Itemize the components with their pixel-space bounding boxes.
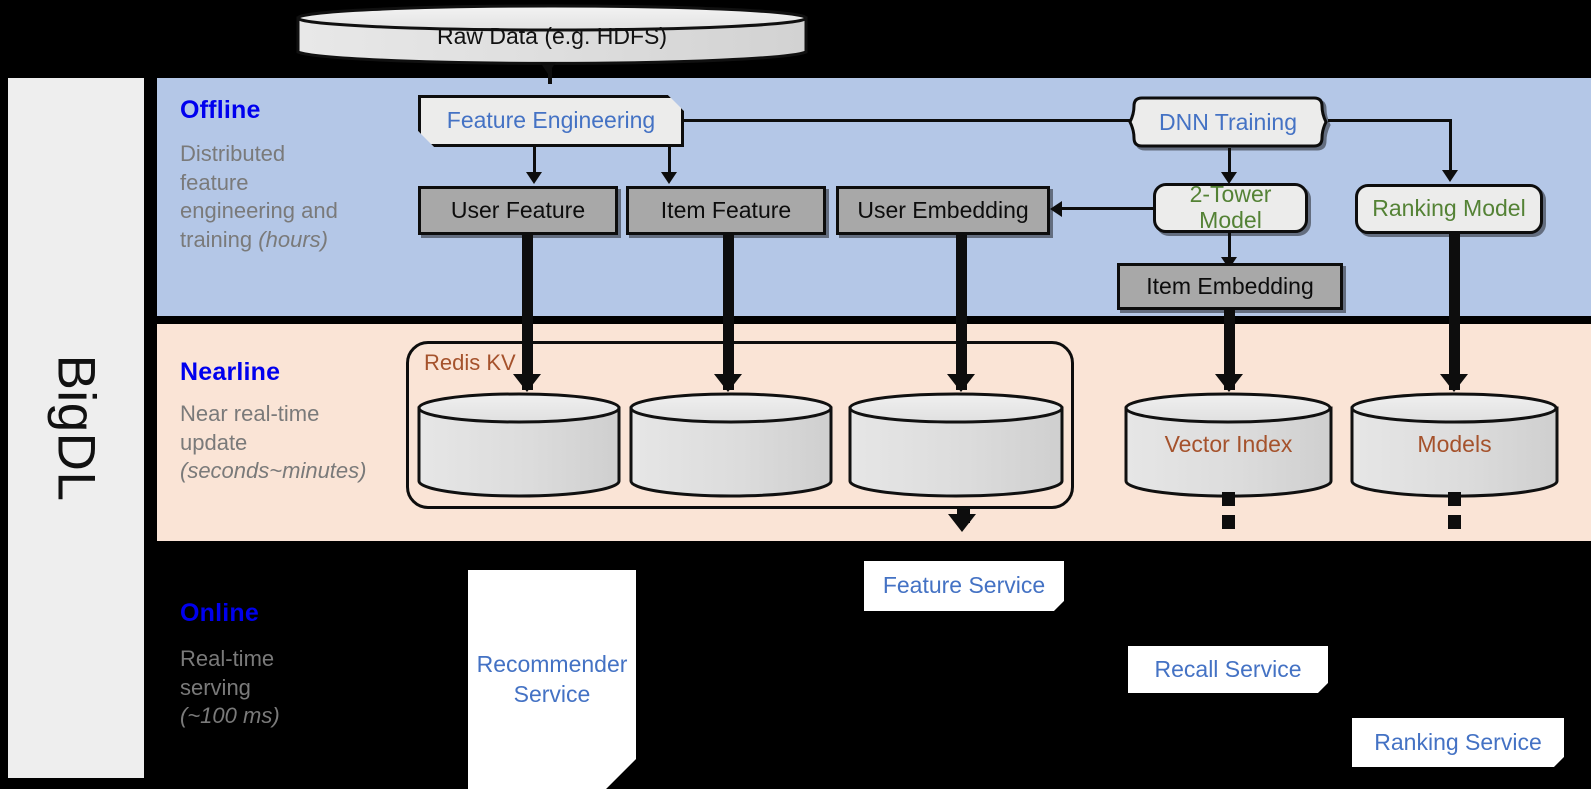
arrowhead-userfeature-redis: [513, 374, 541, 392]
online-desc-italic: (~100 ms): [180, 703, 280, 729]
recommender-service-line2: Service: [513, 680, 591, 707]
offline-description: Distributed feature engineering and trai…: [180, 140, 410, 254]
online-title: Online: [180, 599, 259, 627]
arrowhead-userembedding-redis: [947, 374, 975, 392]
connector-dnn-twotower: [1228, 148, 1231, 178]
connector-fe-itemfeature: [668, 147, 671, 177]
connector-dnn-ranking-v: [1449, 119, 1452, 174]
pipe-itemfeature-redis: [723, 235, 734, 390]
online-desc-2: serving: [180, 674, 251, 700]
connector-twotower-itememb: [1228, 233, 1231, 263]
recall-service-label: Recall Service: [1154, 655, 1302, 682]
nearline-desc-2: update: [180, 429, 248, 455]
recommender-service-line1: Recommender: [476, 651, 628, 678]
ranking-service-label: Ranking Service: [1374, 728, 1542, 755]
pipe-rankingmodel-models: [1449, 234, 1460, 390]
connector-fe-dnn: [684, 119, 1144, 122]
connector-twotower-userembedding: [1062, 207, 1154, 210]
nearline-desc-1: Near real-time: [180, 401, 320, 426]
dashed-vectorindex-recall: [1222, 492, 1235, 538]
models-cylinder[interactable]: Models: [1350, 392, 1559, 498]
arrowhead-itemembedding-vectorindex: [1215, 374, 1243, 392]
dnn-training-node[interactable]: DNN Training: [1128, 96, 1328, 148]
dashed-models-ranking: [1448, 492, 1461, 538]
bigdl-label: BigDL: [46, 354, 106, 502]
pipe-userembedding-redis: [956, 235, 967, 390]
arrowhead-rankingmodel-models: [1440, 374, 1468, 392]
feature-service-node[interactable]: Feature Service: [864, 561, 1064, 611]
arrowhead-twotower-userembedding: [1050, 201, 1062, 217]
nearline-title: Nearline: [180, 358, 281, 386]
arrowhead-fe-userfeature: [526, 172, 542, 184]
two-tower-model-node[interactable]: 2-Tower Model: [1153, 181, 1308, 233]
arrowhead-redis-featureservice: [948, 514, 976, 532]
redis-cylinder-user-feature: [417, 392, 622, 498]
item-embedding-label: Item Embedding: [1146, 272, 1314, 299]
user-feature-label: User Feature: [450, 196, 586, 223]
redis-cylinder-user-embedding: [848, 392, 1064, 498]
raw-data-label: Raw Data (e.g. HDFS): [436, 23, 668, 49]
item-embedding-node[interactable]: Item Embedding: [1117, 263, 1343, 310]
arrowhead-fe-itemfeature: [661, 172, 677, 184]
connector-fe-userfeature: [533, 147, 536, 177]
user-feature-node[interactable]: User Feature: [418, 186, 618, 235]
redis-cylinder-item-feature: [629, 392, 834, 498]
vector-index-cylinder[interactable]: Vector Index: [1124, 392, 1333, 498]
page-fold-icon: [1318, 683, 1328, 693]
offline-desc-2: feature: [180, 169, 249, 195]
recommender-service-node[interactable]: Recommender Service: [468, 570, 636, 789]
vector-index-label: Vector Index: [1164, 431, 1293, 457]
arrowhead-itemfeature-redis: [714, 374, 742, 392]
ranking-model-node[interactable]: Ranking Model: [1355, 184, 1543, 234]
online-desc-1: Real-time: [180, 646, 275, 671]
user-embedding-node[interactable]: User Embedding: [836, 186, 1050, 235]
offline-title: Offline: [180, 96, 261, 124]
user-embedding-label: User Embedding: [857, 196, 1029, 223]
redis-kv-container: [406, 341, 1074, 509]
offline-desc-italic: (hours): [258, 226, 328, 252]
arrowhead-rawdata-fe: [540, 62, 556, 74]
ranking-service-node[interactable]: Ranking Service: [1352, 718, 1564, 767]
item-feature-node[interactable]: Item Feature: [626, 186, 826, 235]
ranking-model-label: Ranking Model: [1372, 195, 1526, 222]
arrowhead-dnn-ranking: [1442, 170, 1458, 182]
dnn-training-label: DNN Training: [1158, 108, 1298, 135]
arrowhead-dnn-twotower: [1221, 172, 1237, 184]
connector-dnn-ranking-h: [1328, 119, 1452, 122]
item-feature-label: Item Feature: [660, 196, 792, 223]
bigdl-sidebar: BigDL: [8, 78, 144, 778]
nearline-desc-italic: (seconds~minutes): [180, 458, 367, 484]
nearline-description: Near real-time update (seconds~minutes): [180, 400, 410, 486]
online-description: Real-time serving (~100 ms): [180, 645, 410, 731]
recommender-service-label: Recommender Service: [477, 650, 628, 709]
two-tower-model-label: 2-Tower Model: [1189, 181, 1272, 233]
models-label: Models: [1417, 431, 1492, 457]
offline-desc-1: Distributed: [180, 141, 286, 166]
offline-desc-4: training: [180, 226, 259, 252]
page-fold-icon: [1054, 601, 1064, 611]
feature-service-label: Feature Service: [882, 572, 1046, 599]
page-fold-icon: [1554, 757, 1564, 767]
pipe-itemembedding-vectorindex: [1224, 310, 1235, 390]
feature-engineering-label: Feature Engineering: [446, 107, 656, 134]
raw-data-cylinder: Raw Data (e.g. HDFS): [296, 4, 808, 66]
pipe-userfeature-redis: [522, 235, 533, 390]
recall-service-node[interactable]: Recall Service: [1128, 646, 1328, 693]
offline-desc-3: engineering and: [180, 198, 338, 224]
feature-engineering-node[interactable]: Feature Engineering: [418, 95, 684, 147]
redis-kv-label: Redis KV: [424, 350, 516, 375]
